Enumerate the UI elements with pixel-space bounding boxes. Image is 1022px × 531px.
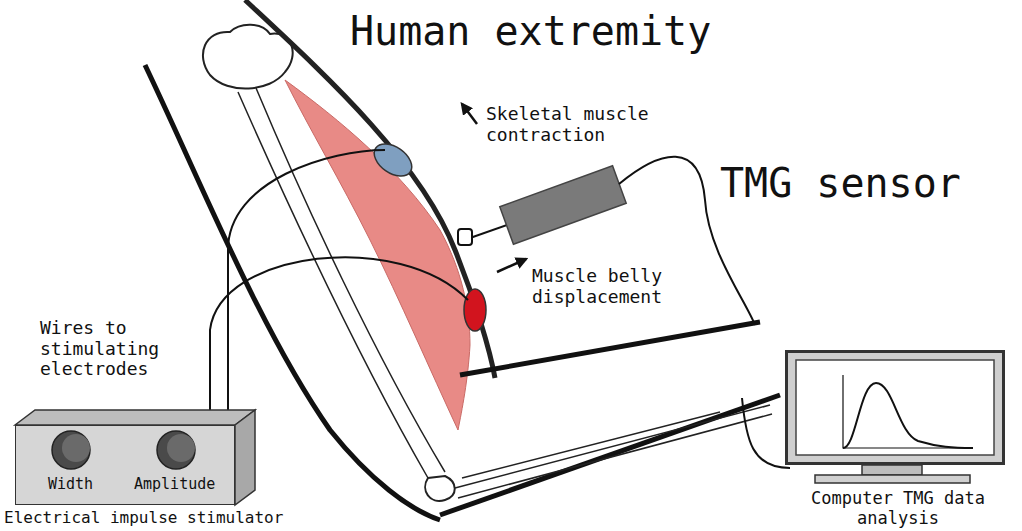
stimulator-side (235, 410, 255, 505)
device-caption: Electrical impulse stimulator (4, 509, 304, 527)
callout-label: Skeletal muscle contraction (486, 104, 686, 145)
callout-label: Muscle belly displacement (532, 266, 697, 307)
stimulator-box: WidthAmplitudeElectrical impulse stimula… (15, 425, 235, 505)
component-label: TMG sensor (720, 160, 1010, 206)
callout-label: Wires to stimulating electrodes (40, 318, 175, 380)
stimulator-top (15, 410, 255, 425)
control-knob (52, 431, 90, 469)
electrode-wire (228, 150, 385, 410)
sensor-probe (470, 224, 510, 238)
knob-label: Width (48, 476, 108, 493)
tmg-sensor (500, 166, 626, 245)
diagram-title: Human extremity (350, 8, 730, 54)
elbow-joint (425, 476, 455, 501)
arm-outline (245, 0, 495, 378)
forearm-bone (462, 412, 720, 478)
control-knob (157, 431, 195, 469)
monitor-base (815, 475, 970, 483)
chart-axes (843, 375, 973, 448)
contraction-arrow (462, 104, 477, 124)
humerus-bone (256, 88, 445, 472)
electrode (464, 289, 486, 331)
humerus-bone (238, 92, 428, 478)
sensor-tip (458, 229, 472, 245)
monitor-screen (788, 353, 1008, 468)
electrode-wire (210, 257, 468, 410)
computer-monitor: Computer TMG data analysis (785, 350, 1005, 465)
knob-face (167, 434, 195, 462)
knob-panel (16, 426, 236, 506)
screen (796, 360, 994, 455)
tmg-curve (843, 383, 973, 448)
computer-cable (742, 398, 790, 468)
device-caption: Computer TMG data analysis (783, 489, 1013, 528)
displacement-arrow (497, 259, 526, 272)
monitor-stand (862, 465, 922, 475)
forearm-outline (440, 395, 780, 515)
forearm-bone (458, 414, 772, 498)
arm-outline (145, 65, 440, 520)
electrode (368, 137, 417, 182)
forearm-bone (455, 405, 770, 488)
knob-face (62, 434, 90, 462)
knob-label: Amplitude (134, 476, 229, 493)
forearm-outline (460, 322, 760, 375)
